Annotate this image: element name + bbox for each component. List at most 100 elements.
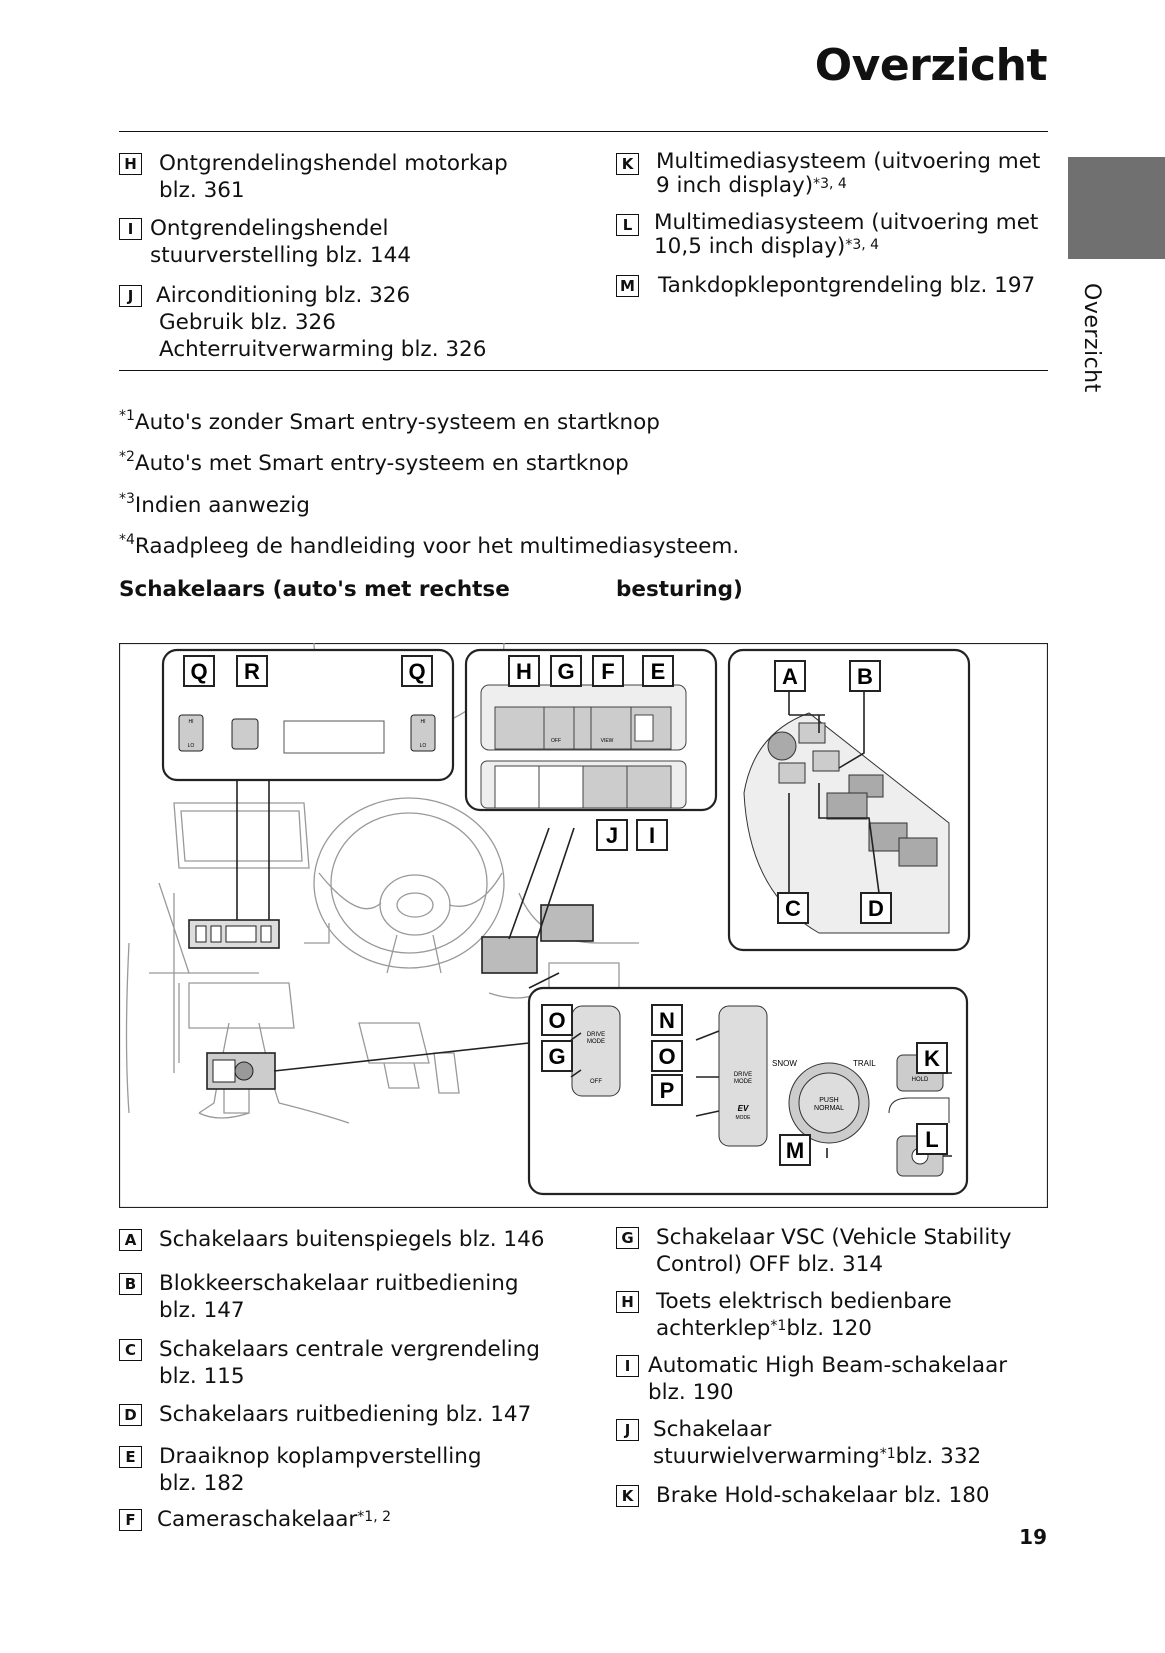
item-text-line: Airconditioning blz. 326: [156, 283, 411, 308]
dashboard-illustration: [125, 643, 639, 1124]
item-text-line: blz. 182: [159, 1471, 245, 1496]
item-text-line: Schakelaars ruitbediening blz. 147: [159, 1402, 532, 1427]
diagram-label-a: A: [782, 664, 798, 689]
list-item-bottom-d: D Schakelaars ruitbediening blz. 147: [119, 1401, 531, 1428]
page-title: Overzicht: [814, 40, 1048, 91]
svg-text:HI: HI: [421, 719, 426, 725]
list-item-top-k: K Multimediasysteem (uitvoering met 9 in…: [616, 150, 1040, 198]
item-letter-box: B: [119, 1273, 142, 1295]
diagram-label-box: [860, 892, 892, 924]
diagram-label-box: [849, 660, 881, 692]
label-view: VIEW: [601, 738, 614, 744]
item-text-line: Multimediasysteem (uitvoering met: [654, 210, 1039, 235]
item-letter-box: H: [616, 1291, 639, 1313]
label-normal: NORMAL: [814, 1105, 844, 1112]
item-letter-box: M: [616, 275, 639, 297]
footnote-2: *2Auto's met Smart entry-systeem en star…: [119, 449, 629, 476]
svg-text:MODE: MODE: [736, 1115, 752, 1121]
panel-door-switches: [743, 712, 950, 934]
list-item-bottom-b: B Blokkeerschakelaar ruitbediening blz. …: [119, 1270, 519, 1324]
item-text-line: Draaiknop koplampverstelling: [159, 1444, 482, 1469]
list-item-bottom-f: F Cameraschakelaar*1, 2: [119, 1506, 391, 1533]
footnote-1: *1Auto's zonder Smart entry-systeem en s…: [119, 408, 660, 435]
label-hold: HOLD: [912, 1077, 929, 1083]
list-item-top-l: L Multimediasysteem (uitvoering met 10,5…: [616, 211, 1038, 259]
footnote-3: *3Indien aanwezig: [119, 491, 310, 518]
item-text-line: Schakelaars centrale vergrendeling: [159, 1337, 540, 1362]
label-push: PUSH: [819, 1097, 838, 1104]
item-text-line: Toets elektrisch bedienbare: [656, 1289, 952, 1314]
diagram-label-d: D: [868, 896, 884, 921]
diagram-label-r: R: [244, 659, 260, 684]
item-text-line: Automatic High Beam-schakelaar: [648, 1353, 1008, 1378]
label-snow: SNOW: [772, 1059, 797, 1068]
list-item-top-j: J Airconditioning blz. 326 Gebruik blz. …: [119, 282, 486, 363]
diagram-label-h: H: [516, 659, 532, 684]
item-text-line: Multimediasysteem (uitvoering met: [656, 149, 1041, 174]
list-item-bottom-a: A Schakelaars buitenspiegels blz. 146: [119, 1226, 544, 1253]
diagram-label-box: [401, 655, 433, 687]
diagram-label-box: [236, 655, 268, 687]
item-letter-box: G: [616, 1227, 639, 1249]
footnote-4: *4Raadpleeg de handleiding voor het mult…: [119, 532, 740, 559]
item-letter-box: A: [119, 1229, 142, 1251]
item-text-line: Schakelaar VSC (Vehicle Stability: [656, 1225, 1012, 1250]
diagram-label-c: C: [785, 896, 801, 921]
panel-console-switches: [571, 1005, 950, 1177]
diagram-label-box: [777, 892, 809, 924]
diagram-label-f: F: [601, 659, 614, 684]
diagram-label-box: [592, 655, 624, 687]
diagram-label-box: [642, 655, 674, 687]
item-text-line: Gebruik blz. 326: [159, 310, 336, 335]
item-text-line: Achterruitverwarming blz. 326: [159, 337, 487, 362]
diagram-label-box: [636, 819, 668, 851]
svg-text:LO: LO: [420, 743, 427, 749]
footnote-ref: *3, 4: [813, 176, 847, 192]
item-text-line: Tankdopklepontgrendeling blz. 197: [658, 273, 1036, 298]
diagram-label-e: E: [651, 659, 666, 684]
label-off-g: OFF: [551, 738, 561, 744]
diagram-label-q: Q: [408, 659, 425, 684]
list-item-bottom-k: K Brake Hold-schakelaar blz. 180: [616, 1482, 990, 1509]
diagram-label-box: [541, 1040, 573, 1072]
item-text-line: blz. 147: [159, 1298, 245, 1323]
diagram-label-p: P: [660, 1078, 675, 1103]
diagram-label-b: B: [857, 664, 873, 689]
list-item-top-i: I Ontgrendelingshendel stuurverstelling …: [119, 215, 411, 269]
dashboard-switch-highlights: [188, 904, 594, 1090]
diagram-label-l: L: [925, 1127, 938, 1152]
diagram-label-box: [651, 1040, 683, 1072]
list-item-top-h: H Ontgrendelingshendel motorkap blz. 361: [119, 150, 508, 204]
item-letter-box: D: [119, 1404, 142, 1426]
list-item-top-m: M Tankdopklepontgrendeling blz. 197: [616, 272, 1035, 299]
list-item-bottom-c: C Schakelaars centrale vergrendeling blz…: [119, 1336, 540, 1390]
diagram-label-box: [779, 1134, 811, 1166]
list-item-bottom-e: E Draaiknop koplampverstelling blz. 182: [119, 1443, 482, 1497]
list-item-bottom-j: J Schakelaar stuurwielverwarming*1blz. 3…: [616, 1416, 981, 1470]
label-hi: HI: [189, 719, 194, 725]
svg-text:MODE: MODE: [587, 1039, 605, 1045]
list-item-bottom-h: H Toets elektrisch bedienbare achterklep…: [616, 1288, 952, 1342]
diagram-label-k: K: [924, 1046, 940, 1071]
diagram-label-o: O: [548, 1008, 565, 1033]
item-letter-box: J: [119, 285, 142, 307]
item-text-line: 10,5 inch display): [654, 234, 846, 259]
label-drive-o2: DRIVE: [734, 1072, 752, 1078]
item-letter-box: L: [616, 214, 639, 236]
item-letter-box: J: [616, 1419, 639, 1441]
diagram-label-g: G: [548, 1044, 565, 1069]
list-item-bottom-g: G Schakelaar VSC (Vehicle Stability Cont…: [616, 1224, 1011, 1278]
item-letter-box: K: [616, 1485, 639, 1507]
footnote-ref: *1: [879, 1446, 896, 1462]
item-text-line: Cameraschakelaar: [157, 1507, 358, 1532]
diagram-label-n: N: [659, 1008, 675, 1033]
item-text-line: Schakelaar: [653, 1417, 772, 1442]
page-number: 19: [1019, 1525, 1047, 1549]
section-heading-part1: Schakelaars (auto's met rechtse: [119, 577, 510, 602]
diagram-label-j: J: [606, 823, 618, 848]
switches-diagram: HI LO HI LO OFF VIEW: [119, 643, 1048, 1208]
footnote-ref: *3, 4: [845, 237, 880, 253]
diagram-label-g: G: [557, 659, 574, 684]
chapter-side-label: Overzicht: [1079, 283, 1104, 393]
